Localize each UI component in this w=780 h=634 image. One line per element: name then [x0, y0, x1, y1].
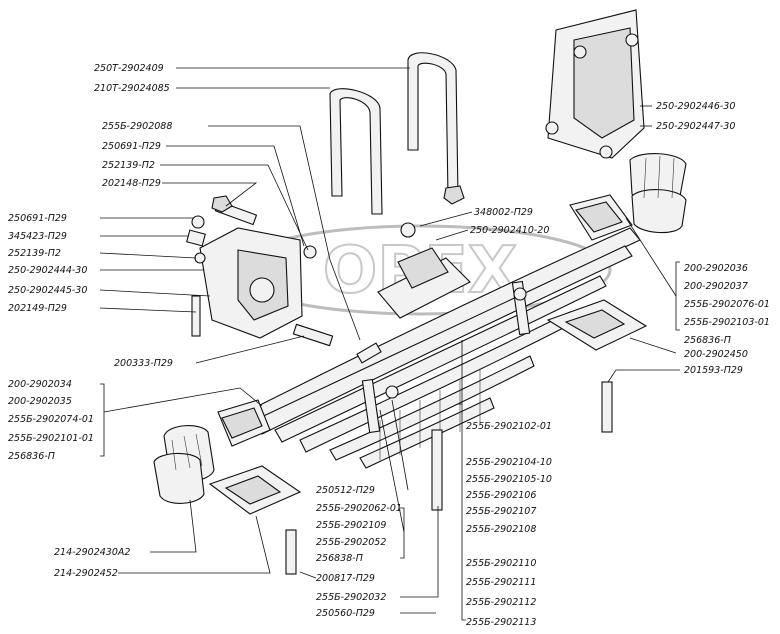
label-l24: 250-2902410-20: [470, 225, 549, 236]
label-l16: 255Б-2902074-01: [8, 414, 94, 425]
label-l25: 200-2902036: [684, 263, 748, 274]
label-l9: 252139-П2: [8, 248, 61, 259]
label-l43: 200817-П29: [316, 573, 375, 584]
label-l35: 255Б-2902106: [466, 490, 536, 501]
label-l36: 255Б-2902107: [466, 506, 536, 517]
left-upper-bracket: [199, 227, 303, 339]
label-l12: 202149-П29: [8, 303, 67, 314]
label-l10: 250-2902444-30: [8, 265, 87, 276]
label-l14: 200-2902034: [8, 379, 72, 390]
label-l47: 255Б-2902111: [466, 577, 536, 588]
label-l8: 345423-П29: [8, 231, 67, 242]
label-l32: 255Б-2902102-01: [466, 421, 552, 432]
label-l3: 255Б-2902088: [102, 121, 172, 132]
label-l2: 210Т-29024085: [94, 83, 170, 94]
label-l11: 250-2902445-30: [8, 285, 87, 296]
left-spring-end: [217, 399, 271, 447]
label-l42: 256838-П: [316, 553, 363, 564]
right-spring-end: [569, 194, 633, 241]
label-l4: 250691-П29: [102, 141, 161, 152]
label-l18: 256836-П: [8, 451, 55, 462]
label-l7: 250691-П29: [8, 213, 67, 224]
label-l31: 201593-П29: [684, 365, 743, 376]
label-l38: 250512-П29: [316, 485, 375, 496]
label-l1: 250Т-2902409: [94, 63, 164, 74]
right-upper-bracket: [545, 9, 645, 159]
right-rubber-cushions: [629, 153, 687, 234]
label-l21: 250-2902446-30: [656, 101, 735, 112]
left-support-plate: [208, 465, 302, 515]
label-l40: 255Б-2902109: [316, 520, 386, 531]
label-l22: 250-2902447-30: [656, 121, 735, 132]
label-l26: 200-2902037: [684, 281, 748, 292]
label-l5: 252139-П2: [102, 160, 155, 171]
label-l34: 255Б-2902105-10: [466, 474, 552, 485]
centre-pad: [377, 247, 471, 319]
right-support-plate: [546, 299, 648, 351]
part-labels: 250Т-2902409 210Т-29024085 255Б-2902088 …: [8, 63, 770, 628]
label-l17: 255Б-2902101-01: [8, 433, 94, 444]
label-l41: 255Б-2902052: [316, 537, 386, 548]
u-bolts: [329, 52, 459, 215]
left-rubber-cushion: [153, 425, 215, 504]
label-l15: 200-2902035: [8, 396, 72, 407]
label-l48: 255Б-2902112: [466, 597, 536, 608]
label-l29: 256836-П: [684, 335, 731, 346]
label-l6: 202148-П29: [102, 178, 161, 189]
label-l37: 255Б-2902108: [466, 524, 536, 535]
label-l30: 200-2902450: [684, 349, 748, 360]
label-l20: 214-2902452: [54, 568, 118, 579]
label-l28: 255Б-2902103-01: [684, 317, 770, 328]
label-l27: 255Б-2902076-01: [684, 299, 770, 310]
label-l46: 255Б-2902110: [466, 558, 536, 569]
label-l13: 200333-П29: [114, 358, 173, 369]
label-l39: 255Б-2902062-01: [316, 503, 402, 514]
label-l45: 255Б-2902032: [316, 592, 386, 603]
leader-lines: [99, 67, 680, 621]
label-l33: 255Б-2902104-10: [466, 457, 552, 468]
fasteners: [186, 185, 613, 575]
label-l49: 255Б-2902113: [466, 617, 536, 628]
label-l23: 348002-П29: [474, 207, 533, 218]
label-l44: 250560-П29: [316, 608, 375, 619]
label-l19: 214-2902430А2: [54, 547, 130, 558]
